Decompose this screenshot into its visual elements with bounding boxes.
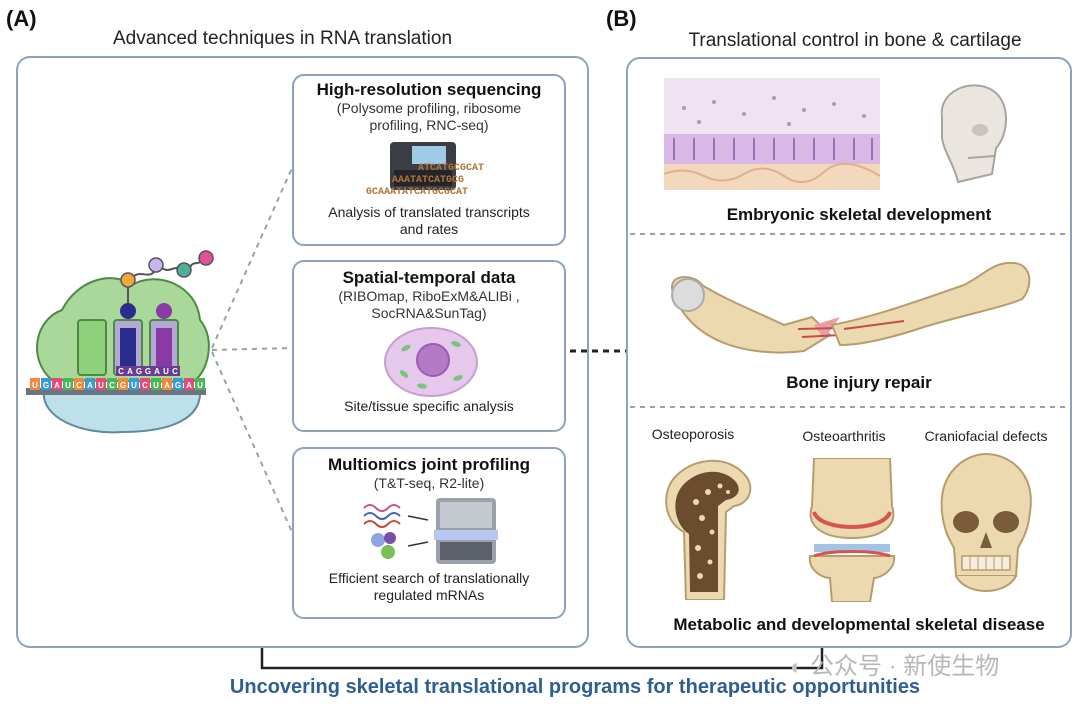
- mrna-codons: [30, 378, 205, 390]
- embryo-skull-icon: [940, 84, 1007, 184]
- card-multiomics-joint-profiling: Multiomics joint profiling (T&T-seq, R2-…: [292, 447, 566, 619]
- codon-11: U: [153, 381, 159, 390]
- seq-line-2: GCAAATATCATGCGCAT: [366, 187, 468, 198]
- anticodon-4: A: [154, 367, 160, 376]
- panel-b-letter: (B): [606, 6, 637, 31]
- ribosome-illustration: U G A U C A U C G U C U A G A U C A G G …: [26, 250, 214, 434]
- codon-12: A: [164, 381, 170, 390]
- codon-0: U: [32, 381, 38, 390]
- card-subtitle: (T&T-seq, R2-lite): [373, 475, 485, 491]
- card-caption: Analysis of translated transcripts and r…: [328, 204, 530, 237]
- codon-13: G: [175, 381, 181, 390]
- sequencer-icon: ATCATGCGCAT AAATATCATGCG GCAAATATCATGCGC…: [366, 142, 484, 198]
- codon-2: A: [54, 381, 60, 390]
- card-high-resolution-sequencing: High-resolution sequencing (Polysome pro…: [292, 74, 566, 246]
- disease-label-craniofacial: Craniofacial defects: [924, 428, 1048, 444]
- bottom-title: Uncovering skeletal translational progra…: [229, 676, 921, 698]
- card-title: Multiomics joint profiling: [327, 455, 531, 474]
- watermark: ◐ 公众号 · 新使生物: [790, 646, 999, 681]
- codon-9: U: [131, 381, 137, 390]
- card-caption: Site/tissue specific analysis: [344, 398, 514, 414]
- card-title: Spatial-temporal data: [342, 268, 516, 287]
- anticodon-6: C: [172, 367, 178, 376]
- watermark-text: 公众号 · 新使生物: [809, 653, 1000, 680]
- panel-a-letter: (A): [6, 6, 37, 31]
- section-embryonic-title: Embryonic skeletal development: [726, 205, 992, 224]
- anticodon-0: C: [118, 367, 124, 376]
- panel-a-heading: Advanced techniques in RNA translation: [112, 28, 453, 49]
- multiomics-icon: [363, 498, 498, 564]
- card-title: High-resolution sequencing: [316, 80, 542, 99]
- card-subtitle: (Polysome profiling, ribosome profiling,…: [336, 100, 522, 133]
- codon-4: C: [76, 381, 82, 390]
- seq-line-1: AAATATCATGCG: [392, 175, 464, 186]
- panel-b-dividers: [630, 233, 1068, 408]
- disease-label-osteoporosis: Osteoporosis: [651, 426, 735, 442]
- codon-3: U: [65, 381, 71, 390]
- codon-10: C: [142, 381, 148, 390]
- anticodon-1: A: [127, 367, 133, 376]
- codon-15: U: [197, 381, 203, 390]
- anticodon-3: G: [145, 367, 151, 376]
- card-subtitle: (RIBOmap, RiboExM&ALIBi , SocRNA&SunTag): [338, 288, 520, 321]
- codon-6: U: [98, 381, 104, 390]
- section-bone-injury-title: Bone injury repair: [786, 373, 932, 392]
- anticodon-5: U: [163, 367, 169, 376]
- codon-5: A: [87, 381, 93, 390]
- wechat-icon: ◐: [790, 654, 804, 679]
- cell-icon: [384, 327, 478, 397]
- seq-line-0: ATCATGCGCAT: [418, 163, 484, 174]
- anticodon-2: G: [136, 367, 142, 376]
- osteoarthritis-knee-icon: [808, 458, 896, 602]
- ribosome-small-subunit: [42, 389, 202, 434]
- codon-14: A: [186, 381, 192, 390]
- card-caption: Efficient search of translationally regu…: [328, 570, 530, 603]
- section-skeletal-disease-title: Metabolic and developmental skeletal dis…: [673, 615, 1045, 634]
- card-spatial-temporal-data: Spatial-temporal data (RIBOmap, RiboExM&…: [292, 260, 566, 432]
- codon-1: G: [43, 381, 49, 390]
- panel-b-heading: Translational control in bone & cartilag…: [688, 30, 1022, 51]
- codon-8: G: [120, 381, 126, 390]
- disease-label-osteoarthritis: Osteoarthritis: [802, 428, 886, 444]
- craniofacial-skull-icon: [940, 452, 1032, 592]
- growth-plate-illustration: [664, 78, 880, 190]
- osteoporosis-bone-icon: [665, 459, 752, 600]
- codon-7: C: [109, 381, 115, 390]
- fractured-bone-illustration: [671, 261, 1031, 354]
